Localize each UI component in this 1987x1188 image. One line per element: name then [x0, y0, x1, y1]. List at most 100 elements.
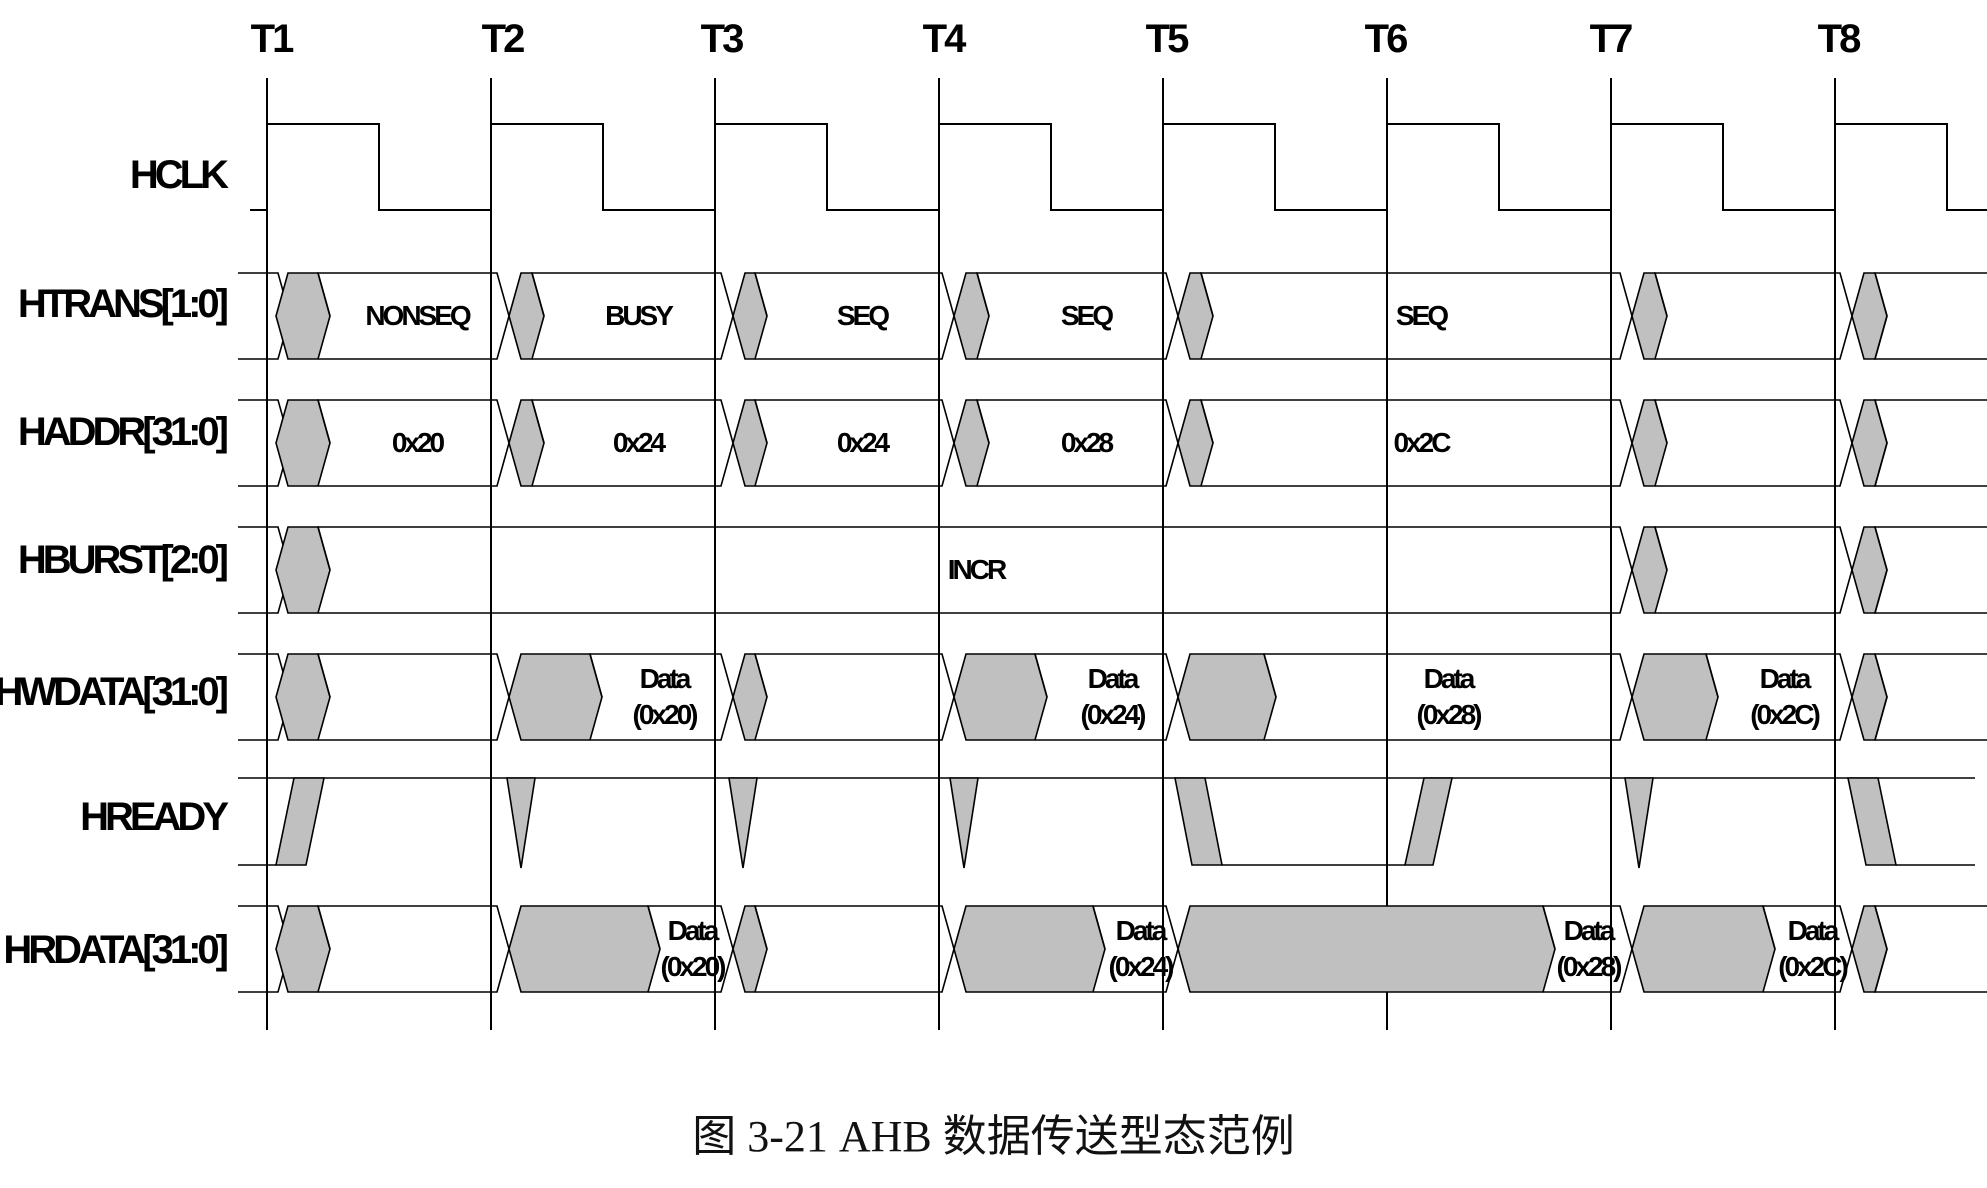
tick-label-t6: T6	[1365, 17, 1407, 61]
tick-label-t1: T1	[251, 17, 294, 61]
hrdata-idle-block	[1177, 905, 1556, 993]
hrdata-segment	[646, 905, 734, 993]
hrdata-value-4-line2: (0x2C)	[1778, 951, 1847, 982]
tick-label-t8: T8	[1818, 17, 1861, 61]
htrans-row: NONSEQ BUSY SEQ SEQ SEQ	[238, 272, 1987, 360]
hrdata-segment	[1541, 905, 1633, 993]
hwdata-segment	[753, 653, 955, 741]
haddr-transition	[508, 399, 545, 487]
htrans-value-1: NONSEQ	[365, 300, 471, 331]
hrdata-transition	[1851, 905, 1888, 993]
hwdata-segment	[588, 653, 734, 741]
htrans-segment	[1653, 272, 1853, 360]
haddr-segment	[316, 399, 510, 487]
hwdata-segment	[1033, 653, 1179, 741]
hready-low-pulse	[1174, 777, 1223, 866]
haddr-transition	[1177, 399, 1214, 487]
htrans-transition	[1177, 272, 1214, 360]
hwdata-value-1-line2: (0x20)	[633, 699, 698, 730]
hrdata-segment	[1091, 905, 1179, 993]
hburst-row: INCR	[238, 526, 1987, 614]
hburst-transition	[1631, 526, 1668, 614]
hready-low-pulse	[1847, 777, 1897, 866]
hwdata-row: Data (0x20) Data (0x24) Data (0x28) Data…	[238, 653, 1987, 741]
htrans-segment	[316, 272, 510, 360]
hrdata-segment	[753, 905, 955, 993]
htrans-bus-outline	[1873, 272, 1987, 360]
hready-low-pulse	[506, 777, 536, 869]
htrans-transition	[1631, 272, 1668, 360]
hrdata-value-3-line2: (0x28)	[1557, 951, 1622, 982]
hrdata-idle-block	[508, 905, 661, 993]
hready-row	[238, 777, 1975, 869]
hrdata-value-4-line1: Data	[1788, 915, 1840, 946]
htrans-segment	[530, 272, 734, 360]
hwdata-value-1-line1: Data	[640, 663, 692, 694]
tick-labels: T1 T2 T3 T4 T5 T6 T7 T8	[251, 17, 1864, 61]
hburst-segment	[1653, 526, 1853, 614]
htrans-value-3: SEQ	[837, 300, 889, 331]
signal-label-htrans: HTRANS[1:0]	[18, 282, 228, 326]
htrans-value-2: BUSY	[605, 300, 674, 331]
htrans-value-5: SEQ	[1396, 300, 1448, 331]
htrans-transition	[732, 272, 768, 360]
ahb-timing-diagram: T1 T2 T3 T4 T5 T6 T7 T8 HCLK HTRANS[1:0]…	[0, 17, 1987, 1030]
haddr-transition	[1631, 399, 1668, 487]
haddr-segment	[1653, 399, 1853, 487]
tick-label-t3: T3	[701, 17, 743, 61]
signal-label-hrdata: HRDATA[31:0]	[3, 928, 227, 972]
tick-label-t7: T7	[1590, 17, 1632, 61]
hready-low-pulse	[1624, 777, 1654, 869]
hwdata-idle-block	[953, 653, 1048, 741]
hready-low-pulse	[949, 777, 979, 869]
hwdata-segment	[1262, 653, 1633, 741]
hwdata-value-4-line1: Data	[1760, 663, 1812, 694]
hready-low-pulse	[1404, 777, 1453, 866]
hrdata-transition	[732, 905, 768, 993]
hwdata-idle-block	[1177, 653, 1277, 741]
hwdata-idle-block	[1631, 653, 1719, 741]
htrans-transition	[508, 272, 545, 360]
haddr-segment	[975, 399, 1179, 487]
haddr-bus-outline	[1873, 399, 1987, 487]
signal-label-hclk: HCLK	[130, 153, 229, 197]
hwdata-segment	[1704, 653, 1853, 741]
hwdata-idle-block	[508, 653, 603, 741]
haddr-segment	[530, 399, 734, 487]
signal-labels: HCLK HTRANS[1:0] HADDR[31:0] HBURST[2:0]…	[0, 153, 233, 972]
htrans-segment	[753, 272, 955, 360]
hwdata-value-2-line1: Data	[1088, 663, 1140, 694]
tick-label-t4: T4	[923, 17, 967, 61]
haddr-transition	[732, 399, 768, 487]
haddr-segment	[1199, 399, 1633, 487]
tick-label-t2: T2	[482, 17, 524, 61]
haddr-value-2: 0x24	[613, 427, 667, 458]
haddr-value-3: 0x24	[837, 427, 891, 458]
hrdata-value-1-line1: Data	[668, 915, 720, 946]
hburst-segment	[316, 526, 1633, 614]
hrdata-value-2-line1: Data	[1116, 915, 1168, 946]
signal-label-hready: HREADY	[80, 795, 229, 839]
hwdata-segment	[316, 653, 510, 741]
hready-low-pulse	[728, 777, 758, 869]
hclk-waveform	[250, 123, 1987, 211]
htrans-value-4: SEQ	[1061, 300, 1113, 331]
hburst-transition	[1851, 526, 1888, 614]
haddr-transition	[953, 399, 990, 487]
tick-lines	[266, 78, 1836, 1030]
haddr-segment	[753, 399, 955, 487]
haddr-row: 0x20 0x24 0x24 0x28 0x2C	[238, 399, 1987, 487]
hwdata-bus-outline	[1873, 653, 1987, 741]
hwdata-value-4-line2: (0x2C)	[1750, 699, 1819, 730]
figure-caption: 图 3-21 AHB 数据传送型态范例	[692, 1112, 1295, 1161]
hrdata-idle-block	[953, 905, 1106, 993]
haddr-value-4: 0x28	[1061, 427, 1114, 458]
signal-label-haddr: HADDR[31:0]	[18, 410, 228, 454]
hwdata-transition	[1851, 653, 1888, 741]
htrans-transition	[1851, 272, 1888, 360]
signal-label-hburst: HBURST[2:0]	[18, 538, 228, 582]
hrdata-idle-block	[1631, 905, 1776, 993]
hwdata-transition	[732, 653, 768, 741]
hwdata-value-2-line2: (0x24)	[1081, 699, 1146, 730]
hburst-bus-outline	[1873, 526, 1987, 614]
